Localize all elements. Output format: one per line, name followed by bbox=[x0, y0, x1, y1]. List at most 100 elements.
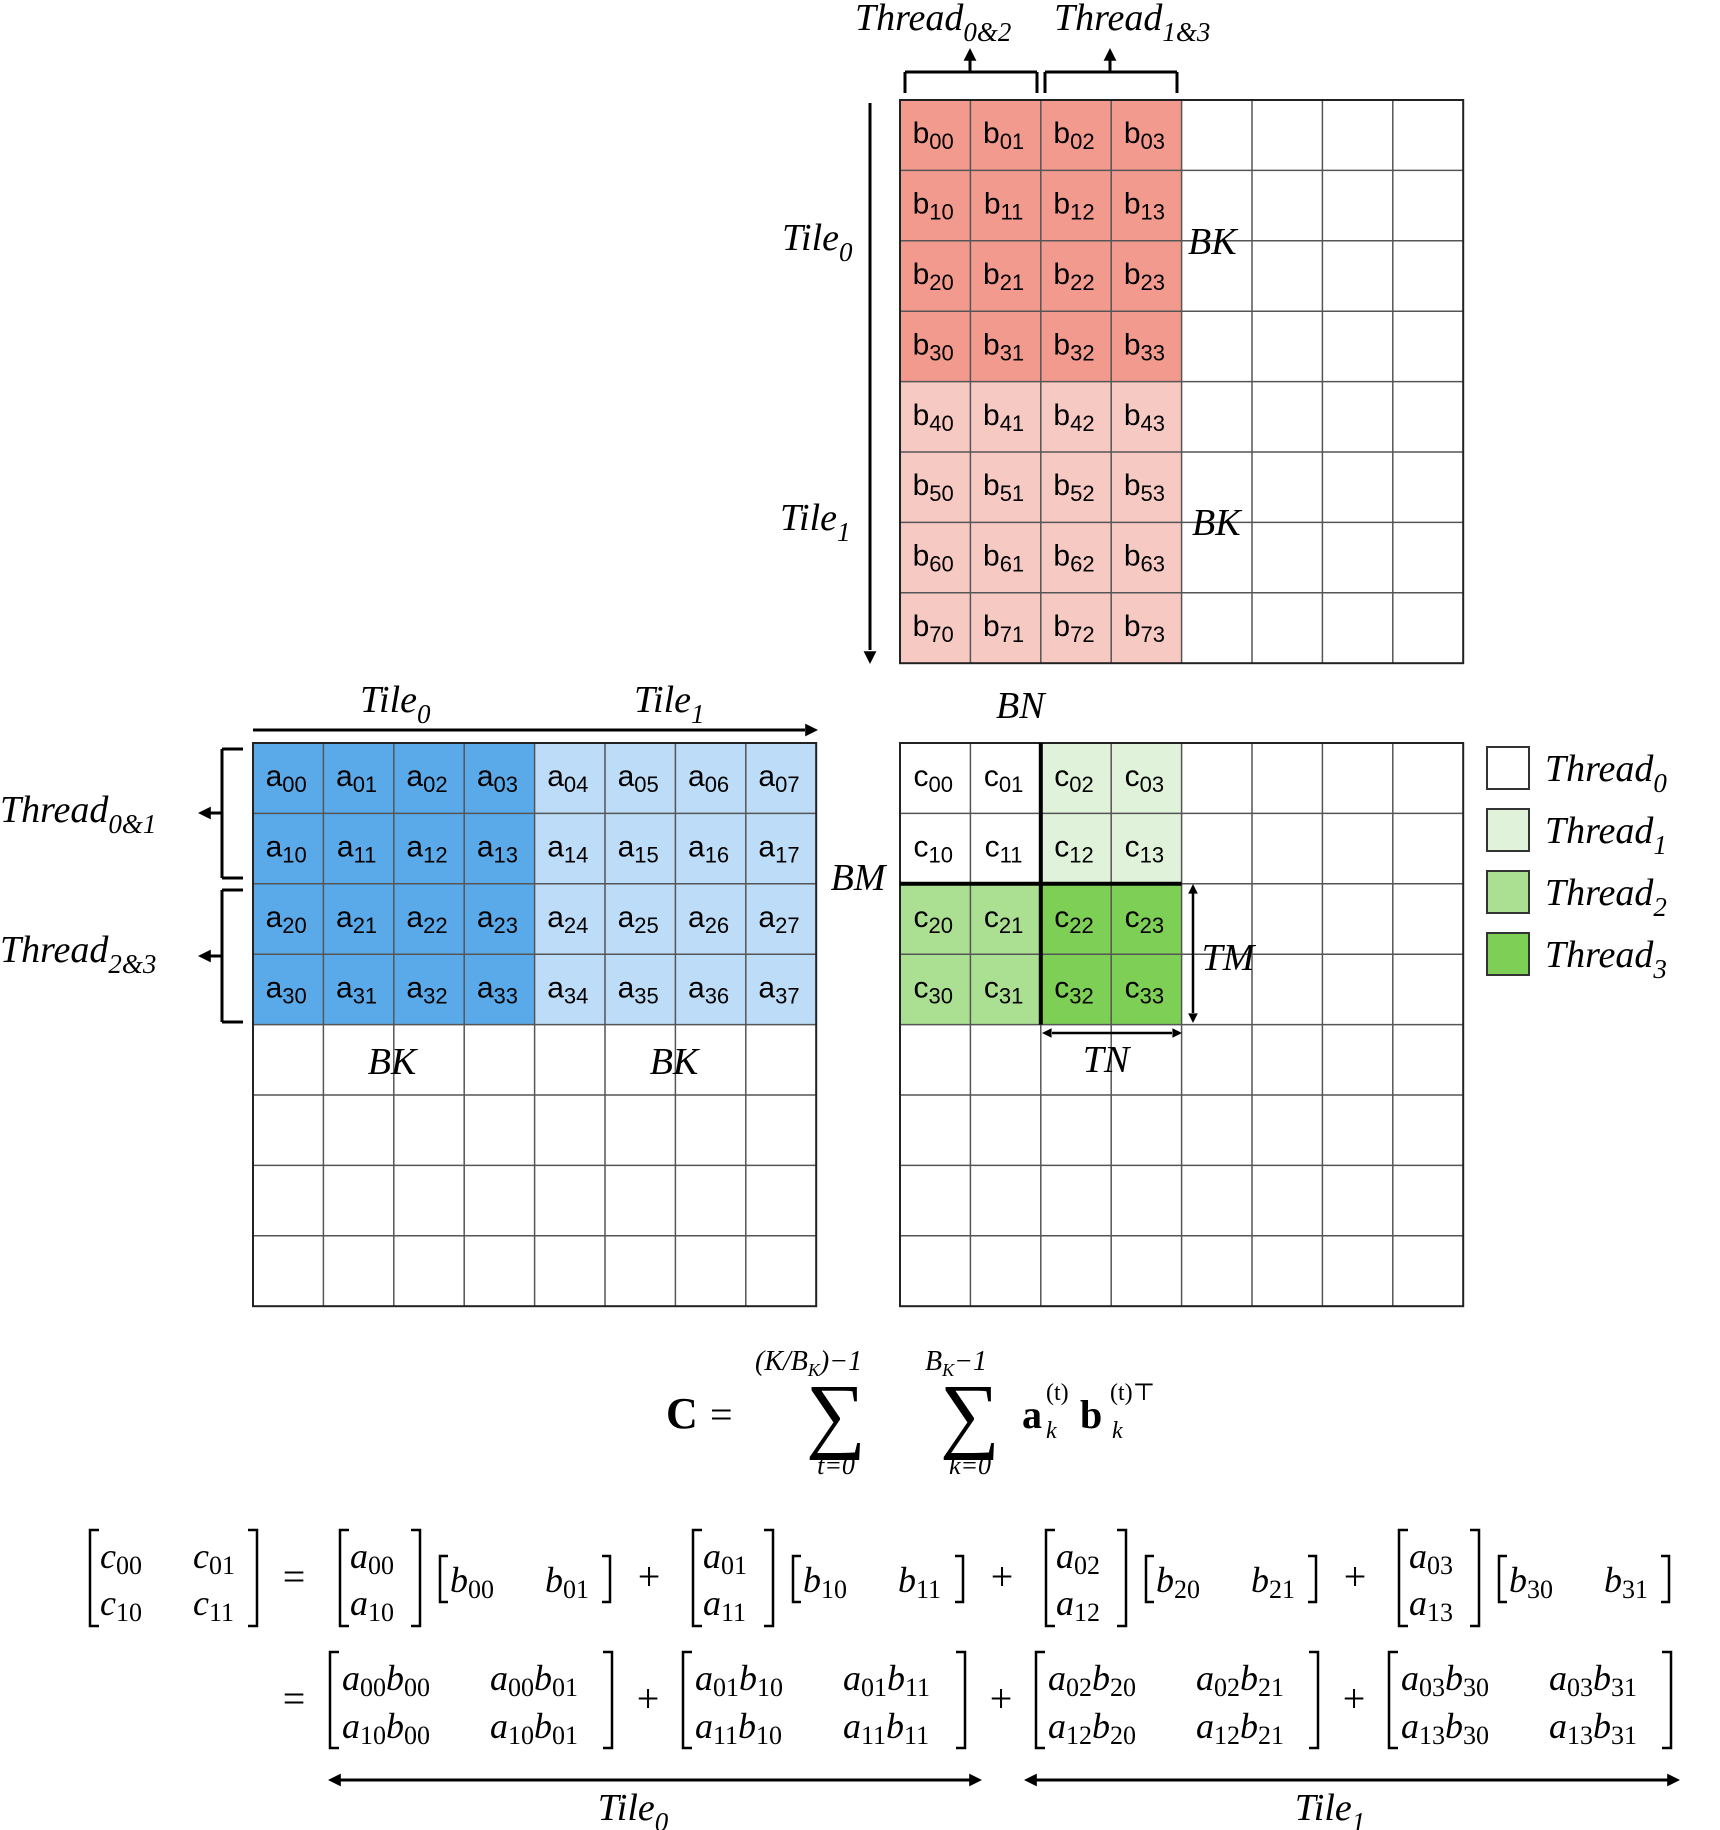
matrix-cell-label: b53 bbox=[1124, 469, 1165, 506]
matrix-cell-label: b03 bbox=[1124, 117, 1165, 154]
matrix-c-cell bbox=[900, 813, 971, 884]
matrix-c-cell bbox=[970, 954, 1041, 1025]
equation-entry: b31 bbox=[1604, 1560, 1648, 1604]
matrix-cell-label: c23 bbox=[1125, 901, 1164, 938]
matrix-a-cell bbox=[675, 813, 746, 884]
matrix-cell-label: a24 bbox=[547, 901, 588, 938]
matrix-cell-label: b11 bbox=[984, 188, 1024, 225]
matrix-cell-label: b72 bbox=[1053, 610, 1094, 647]
equation-entry: b30 bbox=[1509, 1560, 1553, 1604]
arrow-head bbox=[1172, 1028, 1182, 1038]
matrix-b-cell bbox=[1111, 240, 1182, 312]
matrix-cell-label: c00 bbox=[913, 760, 952, 797]
formula-equals: = bbox=[710, 1392, 733, 1437]
arrow-head bbox=[863, 651, 877, 664]
equation-entry: b01 bbox=[545, 1560, 589, 1604]
equation-entry: c00 bbox=[100, 1536, 142, 1580]
matrix-cell-label: c02 bbox=[1054, 760, 1093, 797]
tile-label: Tile0 bbox=[782, 217, 853, 267]
row-vector-bracket bbox=[602, 1554, 612, 1604]
row-vector-bracket bbox=[791, 1554, 801, 1604]
matrix-cell-label: a01 bbox=[336, 760, 377, 797]
matrix-a-cell bbox=[605, 813, 676, 884]
equation-entry: b00 bbox=[450, 1560, 494, 1604]
matrix-cell-label: b62 bbox=[1053, 540, 1094, 577]
matrix-bracket bbox=[248, 1528, 259, 1628]
matrix-bracket bbox=[1397, 1528, 1408, 1628]
equation-entry: a02b21 bbox=[1196, 1658, 1284, 1702]
matrix-b-cell bbox=[1040, 522, 1112, 593]
matrix-border bbox=[899, 742, 1465, 1308]
matrix-b-cell bbox=[1111, 592, 1182, 664]
matrix-cell-label: a12 bbox=[406, 831, 447, 868]
matrix-b-cell bbox=[1040, 170, 1112, 241]
thread-label-top: Thread1&3 bbox=[1054, 0, 1210, 47]
matrix-c-cell bbox=[1111, 743, 1182, 814]
arrow-head bbox=[1103, 48, 1117, 61]
dim-label-bk: BK bbox=[368, 1041, 418, 1083]
matrix-b-cell bbox=[970, 240, 1041, 312]
matrix-cell-label: b42 bbox=[1053, 399, 1094, 436]
matrix-cell-label: b40 bbox=[913, 399, 954, 436]
equation-entry: a03b31 bbox=[1549, 1658, 1637, 1702]
legend-label: Thread2 bbox=[1545, 872, 1667, 922]
sum-upper-limit: BK−1 bbox=[925, 1346, 987, 1380]
matrix-cell-label: a26 bbox=[688, 901, 729, 938]
legend-label: Thread0 bbox=[1545, 748, 1667, 798]
matrix-c-cell bbox=[1111, 813, 1182, 884]
equation-entry: a10b01 bbox=[490, 1706, 578, 1750]
matrix-cell-label: b63 bbox=[1124, 540, 1165, 577]
sum-lower-limit: t=0 bbox=[817, 1451, 855, 1480]
matrix-cell-label: a32 bbox=[406, 971, 447, 1008]
matrix-a-cell bbox=[745, 883, 817, 955]
legend-label: Thread3 bbox=[1545, 934, 1667, 984]
matrix-a-cell bbox=[534, 883, 605, 955]
matrix-b-cell bbox=[900, 452, 971, 523]
dim-label-bk: BK bbox=[1188, 221, 1238, 263]
matrix-cell-label: b01 bbox=[983, 117, 1024, 154]
equation-entry: a11b11 bbox=[843, 1706, 929, 1750]
equation-plus: + bbox=[637, 1676, 660, 1721]
matrix-bracket bbox=[1034, 1650, 1045, 1750]
matrix-b-cell bbox=[1111, 100, 1182, 171]
matrix-cell-label: b71 bbox=[983, 610, 1024, 647]
matrix-a-cell bbox=[253, 743, 324, 814]
equation-plus: + bbox=[991, 1554, 1014, 1599]
sigma-symbol: ∑ bbox=[806, 1368, 866, 1461]
matrix-b-cell bbox=[1111, 170, 1182, 241]
matrix-a-cell bbox=[675, 954, 746, 1025]
equation-entry: a00 bbox=[350, 1536, 394, 1580]
matrix-cell-label: b32 bbox=[1053, 328, 1094, 365]
tile-label: Tile1 bbox=[634, 679, 705, 729]
matrix-bracket bbox=[603, 1650, 614, 1750]
arrow-head bbox=[963, 48, 977, 61]
matrix-bracket bbox=[328, 1650, 339, 1750]
matrix-cell-label: a16 bbox=[688, 831, 729, 868]
tile-label: Tile0 bbox=[598, 1787, 669, 1830]
matrix-cell-label: b51 bbox=[983, 469, 1024, 506]
matrix-cell-label: a00 bbox=[266, 760, 307, 797]
equation-entry: a12b20 bbox=[1048, 1706, 1136, 1750]
matrix-b-cell bbox=[900, 522, 971, 593]
arrow-head bbox=[1042, 1028, 1052, 1038]
matrix-cell-label: b33 bbox=[1124, 328, 1165, 365]
matrix-a-cell bbox=[393, 883, 465, 955]
matrix-c-cell bbox=[900, 883, 971, 955]
matrix-a-cell bbox=[253, 813, 324, 884]
matrix-b-cell bbox=[970, 592, 1041, 664]
matrix-cell-label: c30 bbox=[913, 971, 952, 1008]
matrix-a-cell bbox=[323, 883, 394, 955]
legend-label: Thread1 bbox=[1545, 810, 1667, 860]
equation-entry: a01 bbox=[703, 1536, 747, 1580]
equation-entry: a10 bbox=[350, 1583, 394, 1627]
matrix-cell-label: b70 bbox=[913, 610, 954, 647]
formula-superscript: (t)⊤ bbox=[1110, 1380, 1155, 1406]
matrix-cell-label: c21 bbox=[984, 901, 1023, 938]
matrix-b-cell bbox=[1111, 311, 1182, 382]
matrix-a-cell bbox=[745, 954, 817, 1025]
thread-label-left: Thread0&1 bbox=[0, 789, 156, 839]
matrix-a-cell bbox=[253, 883, 324, 955]
matrix-bracket bbox=[1044, 1528, 1055, 1628]
arrow-head bbox=[198, 949, 211, 963]
matrix-bracket bbox=[691, 1528, 702, 1628]
